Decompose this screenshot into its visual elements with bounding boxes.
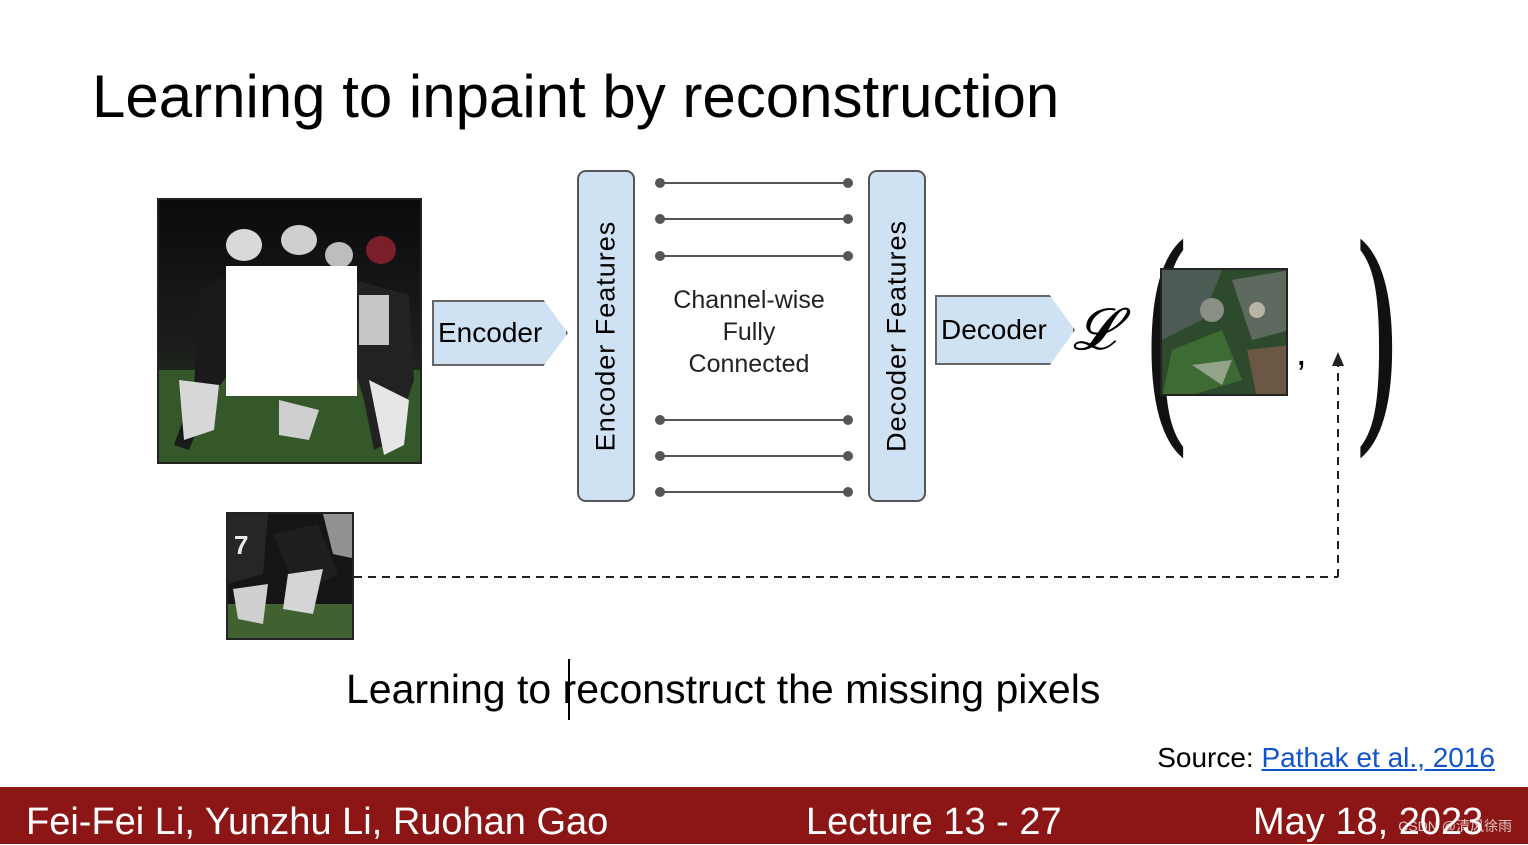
masked-input-image <box>157 198 422 464</box>
source-citation: Source: Pathak et al., 2016 <box>1157 742 1495 774</box>
encoder-label: Encoder <box>438 317 543 348</box>
channel-wise-fc-label: Channel-wise Fully Connected <box>640 284 858 380</box>
encoder-features-block: Encoder Features <box>577 170 635 502</box>
fc-connection-line <box>655 451 853 461</box>
footer-authors: Fei-Fei Li, Yunzhu Li, Ruohan Gao <box>26 801 609 843</box>
fc-connection-line <box>655 487 853 497</box>
fc-connection-line <box>655 251 853 261</box>
loss-symbol: 𝓛 <box>1073 295 1116 363</box>
reconstructed-patch-image <box>1160 268 1288 396</box>
fc-connection-line <box>655 214 853 224</box>
slide-title: Learning to inpaint by reconstruction <box>92 63 1060 130</box>
footer-date: May 18, 2023 <box>1253 801 1484 843</box>
fc-connection-line <box>655 415 853 425</box>
decoder-features-block: Decoder Features <box>868 170 926 502</box>
comma: , <box>1296 332 1307 374</box>
ground-truth-patch-image: 7 <box>226 512 354 640</box>
footer-lecture: Lecture 13 - 27 <box>806 801 1062 843</box>
fc-label-line: Channel-wise <box>673 286 825 314</box>
fc-label-line: Fully <box>722 318 776 346</box>
close-paren: ) <box>1351 198 1403 478</box>
source-prefix: Source: <box>1157 742 1262 773</box>
decoder-label: Decoder <box>941 314 1047 345</box>
slide-subtitle: Learning to reconstruct the missing pixe… <box>346 666 1101 712</box>
decoder-block: Decoder <box>935 295 1075 365</box>
source-link[interactable]: Pathak et al., 2016 <box>1261 742 1495 773</box>
text-cursor <box>568 659 570 720</box>
fc-label-line: Connected <box>688 350 810 378</box>
svg-text:7: 7 <box>234 530 248 560</box>
fc-connection-line <box>655 178 853 188</box>
watermark: CSDN @清风徐雨 <box>1398 818 1512 834</box>
footer-bar: Fei-Fei Li, Yunzhu Li, Ruohan Gao Lectur… <box>0 787 1528 844</box>
encoder-block: Encoder <box>432 300 568 366</box>
